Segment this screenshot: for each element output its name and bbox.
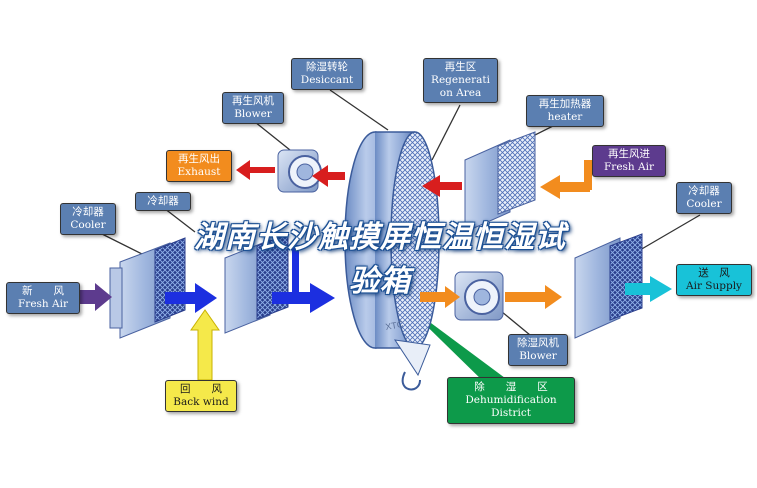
regen-blower-label: 再生风机 Blower	[222, 92, 284, 124]
return-air-label: 回 风 Back wind	[165, 380, 237, 412]
cooler-right-label-en: Cooler	[686, 198, 722, 210]
regen-heater-label: 再生加热器 heater	[526, 95, 604, 127]
exhaust-label-en: Exhaust	[177, 166, 221, 178]
regen-fresh-air-label-en: Fresh Air	[604, 161, 654, 173]
cooler-second-label-cn: 冷却器	[147, 195, 179, 207]
watermark-line-2: 验箱	[349, 264, 411, 299]
cooler-left-label-cn: 冷却器	[72, 206, 104, 218]
fresh-air-label: 新 风 Fresh Air	[6, 282, 80, 314]
cooler-unit-right	[574, 233, 643, 339]
regen-fresh-air-label-cn: 再生风进	[608, 148, 650, 160]
cooler-right-label: 冷却器 Cooler	[676, 182, 732, 214]
fresh-air-label-cn: 新 风	[22, 285, 64, 297]
process-blower-unit	[454, 271, 504, 321]
regen-area-label-cn: 再生区	[444, 61, 477, 73]
air-supply-label-en: Air Supply	[686, 280, 742, 292]
desiccant-label-cn: 除湿转轮	[306, 61, 348, 73]
process-blower-label: 除湿风机 Blower	[508, 334, 568, 366]
watermark-line-1: 湖南长沙触摸屏恒温恒湿试	[194, 220, 566, 255]
dehumidification-district-label: 除 湿 区 Dehumidification District	[447, 377, 575, 424]
desiccant-label-en: Desiccant	[300, 74, 354, 86]
regen-blower-unit	[277, 149, 322, 193]
dehum-district-label-cn: 除 湿 区	[474, 381, 548, 393]
wheel-brand-text: XTC	[385, 319, 405, 332]
desiccant-label: 除湿转轮 Desiccant	[291, 58, 363, 90]
dehum-district-label-en2: District	[491, 407, 531, 419]
regen-area-label-en1: Regenerati	[431, 74, 490, 86]
regen-area-label: 再生区 Regenerati on Area	[423, 58, 498, 103]
air-supply-label-cn: 送 风	[698, 267, 730, 279]
regen-blower-label-cn: 再生风机	[232, 95, 274, 107]
fresh-air-label-en: Fresh Air	[18, 298, 68, 310]
regen-blower-label-en: Blower	[234, 108, 272, 120]
air-supply-label: 送 风 Air Supply	[676, 264, 752, 296]
regen-area-label-en2: on Area	[439, 87, 482, 99]
cooler-left-label: 冷却器 Cooler	[60, 203, 116, 235]
cooler-second-label: 冷却器	[135, 192, 191, 211]
regen-heater-unit	[464, 131, 536, 233]
process-blower-label-cn: 除湿风机	[517, 337, 559, 349]
regen-heater-label-en: heater	[547, 111, 583, 123]
return-air-label-cn: 回 风	[180, 383, 222, 395]
cooler-right-label-cn: 冷却器	[688, 185, 720, 197]
exhaust-label-cn: 再生风出	[178, 153, 220, 165]
dehum-district-label-en1: Dehumidification	[465, 394, 557, 406]
watermark-text: 湖南长沙触摸屏恒温恒湿试 验箱	[100, 212, 660, 300]
exhaust-label: 再生风出 Exhaust	[166, 150, 232, 182]
cooler-left-label-en: Cooler	[70, 219, 106, 231]
return-air-label-en: Back wind	[173, 396, 229, 408]
regen-heater-label-cn: 再生加热器	[538, 98, 592, 110]
process-blower-label-en: Blower	[519, 350, 557, 362]
regen-fresh-air-label: 再生风进 Fresh Air	[592, 145, 666, 177]
